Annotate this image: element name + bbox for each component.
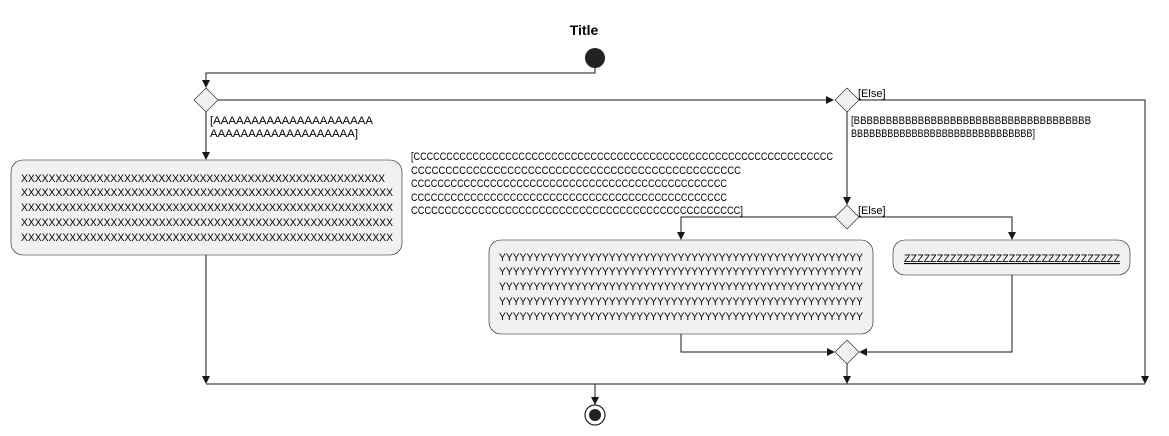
guard-c-line-3: CCCCCCCCCCCCCCCCCCCCCCCCCCCCCCCCCCCCCCCC… [411, 178, 727, 190]
edge-start-to-decision1 [205, 68, 596, 85]
arrowhead [843, 376, 851, 384]
guard-b-line-1: [BBBBBBBBBBBBBBBBBBBBBBBBBBBBBBBBBBBBB [851, 115, 1091, 127]
edge-activity-y-to-merge [680, 334, 828, 353]
arrowhead [202, 152, 210, 160]
activity-y-line-1: YYYYYYYYYYYYYYYYYYYYYYYYYYYYYYYYYYYYYYYY… [499, 252, 864, 264]
activity-y [488, 239, 874, 335]
activity-z [892, 239, 1131, 276]
guard-b-line-2: BBBBBBBBBBBBBBBBBBBBBBBBBBBBBB] [851, 128, 1035, 140]
activity-y-line-5: YYYYYYYYYYYYYYYYYYYYYYYYYYYYYYYYYYYYYYYY… [499, 311, 864, 323]
arrowhead [202, 80, 210, 88]
activity-x-line-5: XXXXXXXXXXXXXXXXXXXXXXXXXXXXXXXXXXXXXXXX… [21, 232, 394, 244]
decision-node-3 [834, 204, 860, 230]
guard-c-line-4: CCCCCCCCCCCCCCCCCCCCCCCCCCCCCCCCCCCCCCCC… [411, 192, 727, 204]
arrowhead [826, 96, 834, 104]
guard-a-line-1: [AAAAAAAAAAAAAAAAAAAAA [210, 115, 374, 127]
guard-c-line-2: CCCCCCCCCCCCCCCCCCCCCCCCCCCCCCCCCCCCCCCC… [411, 165, 741, 177]
arrowhead [827, 348, 835, 356]
decision-node-1 [193, 87, 219, 113]
activity-x-line-4: XXXXXXXXXXXXXXXXXXXXXXXXXXXXXXXXXXXXXXXX… [21, 217, 394, 229]
arrowhead [1008, 232, 1016, 240]
arrowhead [677, 232, 685, 240]
edge-decision2-else [859, 99, 1146, 377]
merge-node [834, 339, 860, 365]
arrowhead [202, 376, 210, 384]
arrowhead [859, 348, 867, 356]
else-label-1: [Else] [858, 88, 886, 100]
arrowhead [591, 397, 599, 405]
activity-x-line-3: XXXXXXXXXXXXXXXXXXXXXXXXXXXXXXXXXXXXXXXX… [21, 202, 394, 214]
end-node-inner [589, 409, 601, 421]
activity-y-line-2: YYYYYYYYYYYYYYYYYYYYYYYYYYYYYYYYYYYYYYYY… [499, 266, 864, 278]
activity-z-label: ZZZZZZZZZZZZZZZZZZZZZZZZZZZZZZZZZ [904, 253, 1120, 265]
edges [202, 68, 1149, 405]
guard-a-line-2: AAAAAAAAAAAAAAAAAAA] [210, 128, 358, 140]
decision-node-2 [834, 87, 860, 113]
activity-x [10, 159, 403, 256]
edge-activity-z-to-merge [866, 275, 1013, 353]
activity-x-line-2: XXXXXXXXXXXXXXXXXXXXXXXXXXXXXXXXXXXXXXXX… [21, 187, 394, 199]
diagram-title: Title [570, 22, 599, 38]
activity-x-line-1: XXXXXXXXXXXXXXXXXXXXXXXXXXXXXXXXXXXXXXXX… [21, 173, 386, 185]
edge-decision3-else-to-activity-z [859, 216, 1013, 233]
guard-c-line-1: [CCCCCCCCCCCCCCCCCCCCCCCCCCCCCCCCCCCCCCC… [411, 151, 833, 163]
edge-decision3-to-activity-y [680, 216, 835, 233]
else-label-2: [Else] [858, 205, 886, 217]
start-node [585, 48, 605, 68]
arrowhead [843, 197, 851, 205]
guard-c-line-5: CCCCCCCCCCCCCCCCCCCCCCCCCCCCCCCCCCCCCCCC… [411, 205, 743, 217]
activity-y-line-4: YYYYYYYYYYYYYYYYYYYYYYYYYYYYYYYYYYYYYYYY… [499, 296, 864, 308]
arrowhead [1141, 376, 1149, 384]
activity-y-line-3: YYYYYYYYYYYYYYYYYYYYYYYYYYYYYYYYYYYYYYYY… [499, 281, 864, 293]
